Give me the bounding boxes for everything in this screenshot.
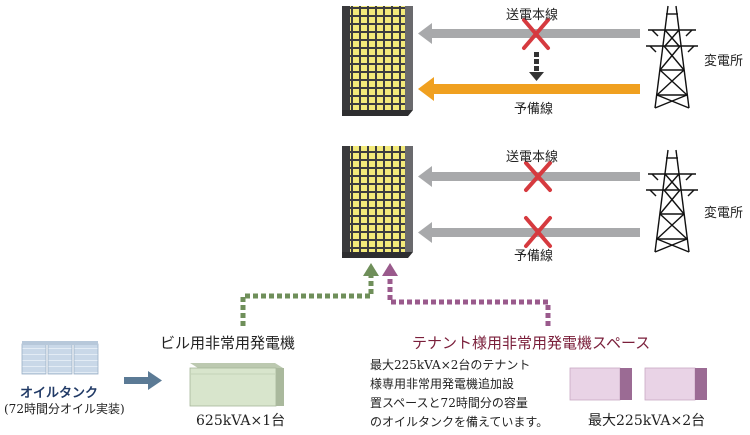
description-line: 置スペースと72時間分の容量 — [370, 396, 528, 410]
tenant-generator-unit-2 — [644, 367, 707, 401]
tenant-generator-unit-1 — [569, 367, 632, 401]
tenant-generator-feed-line — [382, 263, 551, 326]
top-transmission-tower-icon — [646, 5, 698, 109]
top-building — [342, 6, 413, 116]
oil-tank-icon — [21, 341, 99, 375]
oil-tank-subtitle: (72時間分オイル実装) — [4, 402, 125, 416]
bottom-transmission-tower-icon — [646, 149, 698, 253]
building-generator-title: ビル用非常用発電機 — [160, 334, 296, 352]
tenant-generator-title: テナント様用非常用発電機スペース — [412, 334, 651, 352]
bottom-building — [342, 146, 413, 258]
top-backup-line-arrow — [418, 77, 640, 101]
bottom-substation-label: 変電所 — [704, 206, 744, 221]
bottom-backup-line-label: 予備線 — [514, 249, 554, 264]
description-line: 最大225kVA×2台のテナント — [370, 358, 531, 372]
oil-tank-title: オイルタンク — [20, 386, 99, 401]
tenant-generator-description: 最大225kVA×2台のテナント 様専用非常用発電機追加設 置スペースと72時間… — [370, 356, 590, 432]
tenant-generator-spec: 最大225kVA×2台 — [588, 413, 706, 429]
description-line: のオイルタンクを備えています。 — [370, 415, 549, 429]
building-generator-unit — [189, 363, 284, 407]
switchover-arrow-icon — [529, 52, 544, 81]
building-generator-spec: 625kVA×1台 — [196, 413, 286, 429]
bottom-main-line-label: 送電本線 — [506, 150, 559, 165]
top-main-line-cross-icon — [522, 18, 550, 50]
oil-supply-arrow-icon — [124, 371, 162, 390]
top-main-line-label: 送電本線 — [506, 8, 559, 23]
building-generator-feed-line — [240, 263, 379, 326]
bottom-backup-line-cross-icon — [524, 216, 552, 248]
top-backup-line-label: 予備線 — [514, 102, 554, 117]
top-substation-label: 変電所 — [704, 54, 744, 69]
description-line: 様専用非常用発電機追加設 — [370, 377, 515, 391]
bottom-main-line-cross-icon — [524, 161, 552, 192]
